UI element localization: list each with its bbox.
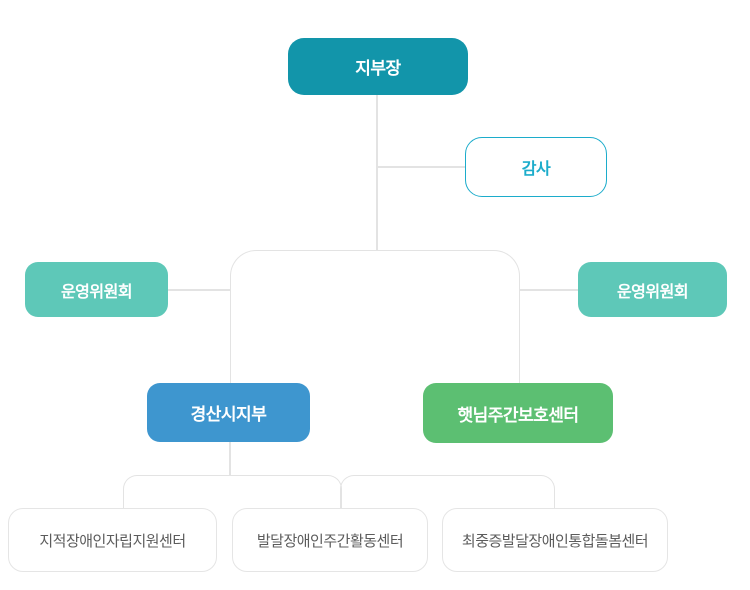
node-steering-committee-right: 운영위원회 [578,262,727,317]
node-day-activity-center: 발달장애인주간활동센터 [232,508,428,572]
connector-main-bracket [230,250,520,385]
connector-auditor-horizontal [377,166,466,168]
connector-committee-left [167,289,231,291]
node-haetnim-daycare-center: 햇님주간보호센터 [423,383,613,443]
connector-sub-bracket-right [340,475,555,509]
node-gyeongsan-branch: 경산시지부 [147,383,310,442]
node-integrated-care-center: 최중증발달장애인통합돌봄센터 [442,508,668,572]
node-auditor: 감사 [465,137,607,197]
connector-trunk-vertical [376,95,378,251]
node-branch-head: 지부장 [288,38,468,95]
node-steering-committee-left: 운영위원회 [25,262,168,317]
connector-sub-bracket-left [123,475,342,509]
connector-committee-right [519,289,579,291]
connector-below-gyeongsan [229,442,231,476]
node-independent-living-center: 지적장애인자립지원센터 [8,508,217,572]
